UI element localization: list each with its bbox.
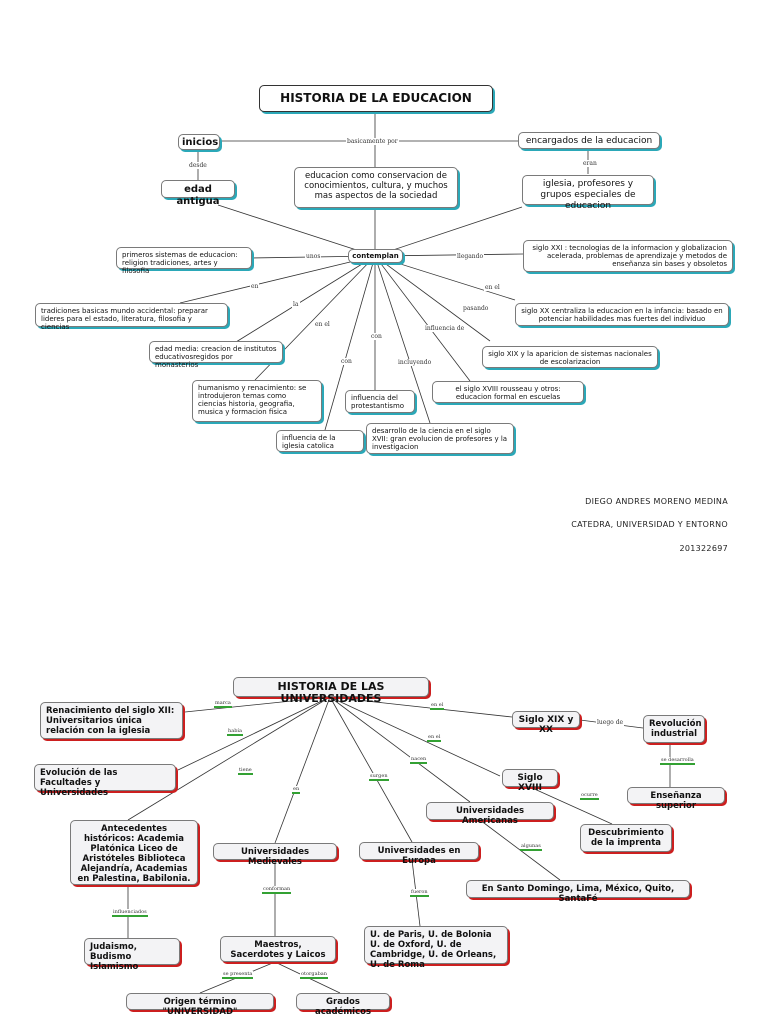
node-maestros-sacerdotes: Maestros, Sacerdotes y Laicos xyxy=(220,936,336,962)
node-siglo-xviii: el siglo XVIII rousseau y otros: educaci… xyxy=(432,381,584,403)
node-grados-academicos: Grados académicos xyxy=(296,993,390,1017)
title-historia-universidades: HISTORIA DE LAS UNIVERSIDADES xyxy=(233,677,429,705)
label-influenciados: influenciados xyxy=(112,909,148,917)
label-en-el: en el xyxy=(314,321,331,328)
label-nacen: nacen xyxy=(410,756,428,764)
node-universidades-paris: U. de Paris, U. de Bolonia U. de Oxford,… xyxy=(364,926,508,970)
label-en-el-top: en el xyxy=(430,702,445,710)
node-santo-domingo: En Santo Domingo, Lima, México, Quito, S… xyxy=(466,880,690,904)
label-marca: marca xyxy=(214,700,232,708)
label-surgen: surgen xyxy=(369,773,389,781)
node-edad-media: edad media: creacion de institutos educa… xyxy=(149,341,283,369)
label-otorgaban: otorgaban xyxy=(300,971,329,979)
node-contemplan: contemplan xyxy=(348,249,403,263)
node-siglo-xix-xx: Siglo XIX y XX xyxy=(512,711,580,735)
node-judaismo-budismo: Judaismo, Budismo Islamismo xyxy=(84,938,180,972)
label-se-presenta: se presenta xyxy=(222,971,254,979)
node-origen-universidad: Origen término "UNIVERSIDAD" xyxy=(126,993,274,1017)
node-renacimiento-siglo-xii: Renacimiento del siglo XII: Universitari… xyxy=(40,702,183,739)
node-iglesia-profesores: iglesia, profesores y grupos especiales … xyxy=(522,175,654,211)
label-conforman: conforman xyxy=(262,886,292,894)
label-en: en xyxy=(250,283,260,290)
label-en: en xyxy=(292,786,301,794)
node-ensenanza-superior: Enseñanza superior xyxy=(627,787,725,811)
label-llegando: llegando xyxy=(456,253,485,260)
node-siglo-xix: siglo XIX y la aparicion de sistemas nac… xyxy=(482,346,658,368)
label-incluyendo: incluyendo xyxy=(397,359,433,366)
node-universidades-medievales: Universidades Medievales xyxy=(213,843,337,867)
label-en-el-right: en el xyxy=(484,284,501,291)
label-con-left: con xyxy=(340,358,353,365)
label-fueron: fueron xyxy=(410,889,429,897)
node-universidades-americanas: Universidades Americanas xyxy=(426,802,554,826)
node-antecedentes-historicos: Antecedentes históricos: Academia Platón… xyxy=(70,820,198,885)
node-descubrimiento-imprenta: Descubrimiento de la imprenta xyxy=(580,824,672,852)
label-luego-de: luego de xyxy=(596,719,625,726)
node-humanismo: humanismo y renacimiento: se introdujero… xyxy=(192,380,322,422)
label-con-center: con xyxy=(370,333,383,340)
node-universidades-europa: Universidades en Europa xyxy=(359,842,479,866)
author-course: CATEDRA, UNIVERSIDAD Y ENTORNO xyxy=(571,520,728,529)
node-encargados: encargados de la educacion xyxy=(518,132,660,149)
author-name: DIEGO ANDRES MORENO MEDINA xyxy=(585,497,728,506)
label-unos: unos xyxy=(305,253,322,260)
node-tradiciones-basicas: tradiciones basicas mundo accidental: pr… xyxy=(35,303,228,331)
node-siglo-xx: siglo XX centraliza la educacion en la i… xyxy=(515,303,729,326)
label-influencia-de: influencia de xyxy=(424,325,466,332)
node-primeros-sistemas: primeros sistemas de educacion: religion… xyxy=(116,247,252,275)
node-evolucion-facultades: Evolución de las Facultades y Universida… xyxy=(34,764,176,798)
node-educacion-conservacion: educacion como conservacion de conocimie… xyxy=(294,167,458,208)
label-la: la xyxy=(292,301,300,308)
label-basicamente-por: basicamente por xyxy=(346,138,399,145)
node-inicios: inicios xyxy=(178,134,220,150)
title-historia-educacion: HISTORIA DE LA EDUCACION xyxy=(259,85,493,112)
label-pasando: pasando xyxy=(462,305,490,312)
node-protestantismo: influencia del protestantismo xyxy=(345,390,415,413)
node-edad-antigua: edad antigua xyxy=(161,180,235,207)
label-en-el-second: en el xyxy=(427,734,442,742)
node-siglo-xxi: siglo XXI : tecnologias de la informacio… xyxy=(523,240,733,272)
author-code: 201322697 xyxy=(679,544,728,553)
label-eran: eran xyxy=(582,160,598,167)
label-tiene: tiene xyxy=(238,767,253,775)
node-ciencia-siglo-xvii: desarrollo de la ciencia en el siglo XVI… xyxy=(366,423,514,454)
label-algunas: algunas xyxy=(520,843,542,851)
node-siglo-xviii-univ: Siglo XVIII xyxy=(502,769,558,793)
label-habia: había xyxy=(227,728,243,736)
label-ocurre: ocurre xyxy=(580,792,599,800)
label-se-desarrolla: se desarrolla xyxy=(660,757,695,765)
node-revolucion-industrial: Revolución industrial xyxy=(643,715,705,743)
node-iglesia-catolica: influencia de la iglesia catolica xyxy=(276,430,364,452)
label-desde: desde xyxy=(188,162,208,169)
